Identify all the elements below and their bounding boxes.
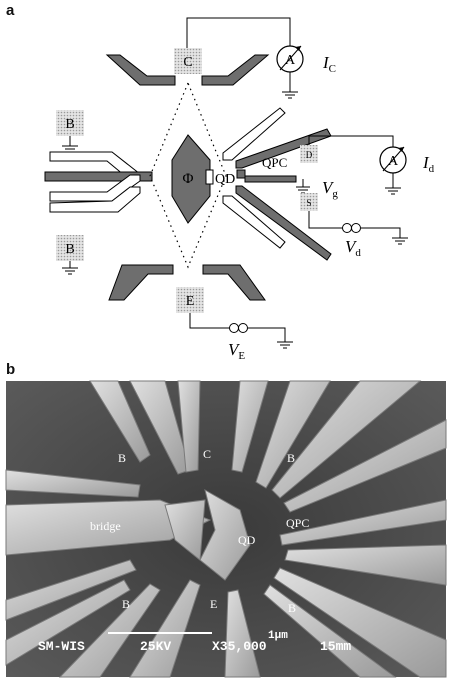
contact-e-label: E	[186, 294, 195, 309]
wire-e-circuit	[189, 313, 293, 349]
contact-c-label: C	[183, 55, 192, 70]
sem-scale-label: 1μm	[268, 630, 288, 642]
sem-label-b-tl: B	[118, 451, 126, 465]
sem-gate-r2	[273, 567, 447, 678]
gate-top-left	[105, 54, 176, 86]
sem-magnification: X35,000	[212, 639, 267, 654]
sem-gate-left2	[5, 559, 137, 621]
sem-label-b-tr: B	[287, 451, 295, 465]
sem-gate-c-left	[177, 380, 201, 473]
contact-d-label: D	[306, 150, 313, 160]
sem-center-gate	[199, 488, 251, 581]
voltage-source-d-icon	[342, 223, 361, 233]
voltage-ve-label: VE	[228, 340, 245, 362]
current-ic-label: IC	[322, 53, 336, 75]
voltage-vg-label: Vg	[322, 178, 338, 200]
sem-gate-r3	[263, 584, 397, 678]
contact-b-bottom-label: B	[65, 242, 74, 257]
panel-b-label: b	[6, 361, 16, 378]
sem-info-strip: SM-WIS 25KV 1μm X35,000 15mm	[38, 630, 351, 654]
gate-bottom-right	[202, 264, 266, 301]
contact-d	[300, 145, 318, 163]
qpc-gate-finger	[244, 175, 297, 183]
sem-gate-tl1	[89, 380, 151, 463]
gate-left-lower-outer	[49, 186, 141, 213]
panel-a-schematic: A IC C E VE B B Φ QD QPC Vg	[44, 17, 435, 362]
center-gate	[171, 134, 211, 224]
ammeter-c: A	[276, 45, 304, 73]
contact-b-bottom	[56, 235, 84, 261]
ground-b-bottom-icon	[62, 261, 78, 275]
sem-gate-left1	[5, 469, 141, 498]
sem-gate-bridge	[5, 499, 212, 556]
qpc-gate-tip	[236, 169, 246, 179]
sem-gates	[5, 380, 447, 678]
contact-b-top-label: B	[65, 117, 74, 132]
sem-labels: B C B bridge QD QPC B E B	[90, 447, 309, 615]
gate-top-right	[201, 54, 270, 86]
sem-label-qpc: QPC	[286, 516, 309, 530]
ammeter-c-label: A	[285, 53, 296, 68]
contact-e	[176, 287, 204, 313]
gate-right-upper-outer	[222, 107, 286, 161]
sem-gate-b3	[5, 579, 131, 666]
voltage-vd-label: Vd	[345, 237, 361, 259]
ground-b-top-icon	[62, 136, 78, 153]
gate-left-lower	[49, 174, 141, 202]
sem-gate-b1	[129, 579, 201, 678]
qd-notch	[205, 169, 214, 185]
contact-b-top	[56, 110, 84, 136]
gate-bottom-left	[108, 264, 174, 301]
panel-a-label: a	[6, 2, 15, 19]
wire-s-circuit	[308, 211, 408, 245]
sem-gate-tl2	[129, 380, 191, 475]
sem-label-e: E	[210, 597, 217, 611]
current-id-label: Id	[422, 153, 435, 175]
contact-s-label: S	[306, 198, 311, 208]
cavity-outline	[149, 81, 227, 269]
ammeter-d-label: A	[388, 154, 399, 169]
voltage-source-e-icon	[229, 323, 248, 333]
sem-label-b-br: B	[288, 601, 296, 615]
sem-gate-c-right	[231, 380, 269, 473]
gate-right-lower-outer	[222, 195, 286, 249]
sem-gate-e-right	[224, 589, 261, 678]
gate-right-lower	[235, 185, 332, 261]
sem-gate-b2	[58, 583, 161, 678]
sem-center-left	[164, 499, 206, 561]
sem-label-bridge: bridge	[90, 519, 121, 533]
phi-label: Φ	[183, 171, 194, 187]
sem-gate-tr3	[283, 419, 447, 513]
sem-label-qd: QD	[238, 533, 256, 547]
contact-s	[300, 193, 318, 211]
sem-gate-r1	[284, 544, 447, 586]
sem-lab-name: SM-WIS	[38, 639, 85, 654]
sem-working-distance: 15mm	[320, 639, 351, 654]
contact-c	[174, 48, 202, 74]
sem-label-c: C	[203, 447, 211, 461]
sem-voltage: 25KV	[140, 639, 171, 654]
qpc-label: QPC	[262, 155, 287, 170]
sem-gate-tr1	[255, 380, 331, 489]
sem-gate-tr2	[271, 380, 422, 499]
ground-vg-icon	[296, 179, 310, 194]
sem-background	[6, 381, 446, 677]
gate-right-upper	[235, 128, 332, 169]
wire-c-circuit	[186, 17, 298, 99]
ammeter-d: A	[379, 146, 407, 174]
sem-label-b-bl: B	[122, 597, 130, 611]
wire-d-circuit	[308, 135, 401, 195]
qd-label: QD	[215, 172, 235, 187]
sem-gate-qpc	[279, 499, 447, 546]
